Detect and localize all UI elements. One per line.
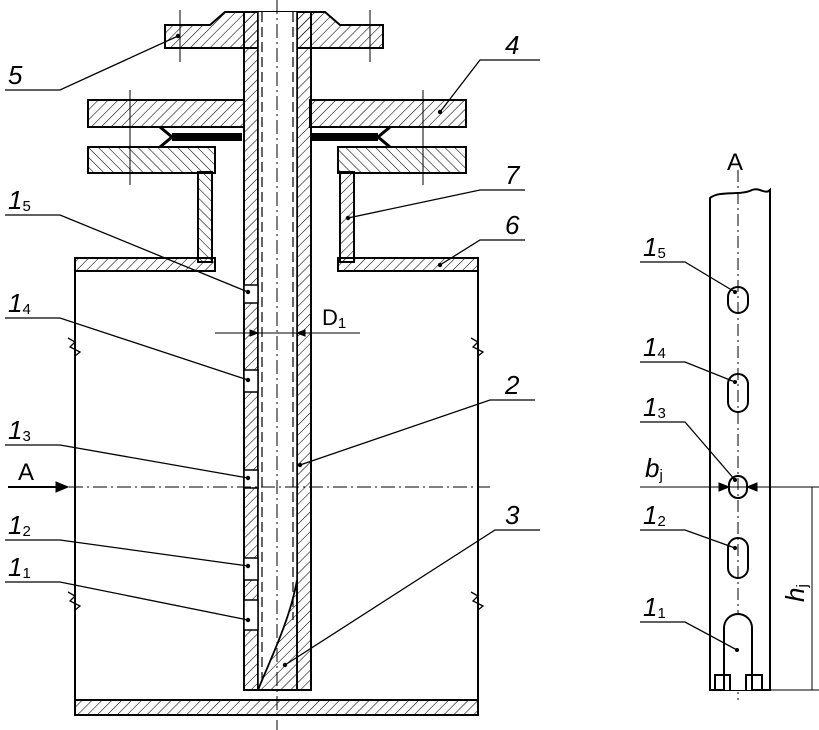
section-leader-15 — [640, 261, 736, 293]
probe-tube-right-wall — [296, 11, 312, 691]
slot-1-base — [714, 674, 763, 690]
label-section-a: A — [18, 459, 34, 486]
leader-12 — [5, 539, 249, 567]
section-leader-dots — [733, 290, 739, 652]
break-mark-left-top — [67, 337, 82, 357]
section-tube-outline — [709, 187, 771, 691]
label-2: 2 — [504, 370, 520, 400]
opening-5 — [243, 284, 259, 304]
section-title: A — [727, 149, 743, 176]
opening-1 — [243, 599, 259, 631]
top-wall-right — [337, 257, 479, 272]
top-wall-left — [74, 257, 216, 272]
leader-11 — [5, 581, 249, 621]
lower-flange-left — [87, 146, 216, 174]
label-5: 5 — [8, 60, 23, 90]
section-view — [640, 170, 819, 700]
label-d1: D1 — [322, 305, 346, 332]
section-label-1-5: 15 — [643, 232, 666, 262]
label-3: 3 — [505, 500, 520, 530]
leader-15 — [5, 214, 249, 293]
leader-6 — [439, 239, 525, 266]
label-1-5: 15 — [8, 185, 31, 215]
section-label-1-1: 11 — [643, 592, 666, 622]
branch-pipe-left — [197, 171, 213, 263]
label-1-4: 14 — [8, 288, 31, 318]
slot-5 — [727, 286, 749, 314]
label-7: 7 — [505, 160, 521, 190]
upper-flange-left — [87, 99, 245, 128]
slot-2 — [727, 537, 749, 579]
section-leader-12 — [640, 529, 736, 549]
section-label-hj: hj — [780, 584, 811, 602]
gasket-fill-left — [172, 133, 242, 141]
break-mark-right-bottom — [470, 591, 485, 611]
leader-3 — [284, 529, 540, 666]
leader-dots — [175, 33, 443, 668]
label-1-2: 12 — [8, 510, 31, 540]
leader-14 — [5, 317, 249, 381]
gasket-fill-right — [311, 133, 378, 141]
section-arrow-head — [55, 481, 70, 493]
leader-7 — [347, 189, 525, 219]
label-1-3: 13 — [8, 415, 31, 445]
main-view — [5, 0, 540, 730]
opening-2 — [243, 557, 259, 581]
section-leader-14 — [640, 361, 736, 383]
leader-5 — [5, 35, 179, 91]
opening-4 — [243, 369, 259, 393]
leader-4 — [439, 59, 540, 113]
section-label-1-2: 12 — [643, 500, 666, 530]
bottom-plug — [256, 579, 298, 691]
section-view-labels: A 15 14 13 12 11 bj hj — [643, 149, 811, 622]
label-6: 6 — [505, 210, 520, 240]
probe-tube-left-wall — [243, 11, 259, 691]
section-leader-11 — [640, 621, 738, 651]
section-label-1-3: 13 — [643, 392, 666, 422]
opening-3 — [243, 469, 259, 489]
break-mark-right-top — [470, 337, 485, 357]
slot-4 — [727, 373, 749, 413]
section-label-bj: bj — [645, 453, 663, 484]
break-mark-left-bottom — [67, 591, 82, 611]
bj-arrow-left — [718, 482, 731, 492]
section-leader-13 — [640, 421, 736, 481]
slot-1 — [723, 613, 753, 690]
lower-flange-right — [337, 146, 467, 174]
label-1-1: 11 — [8, 552, 31, 582]
d1-arrow-left — [249, 329, 260, 337]
bj-arrow-right — [745, 482, 758, 492]
leader-13 — [5, 444, 249, 479]
d1-arrow-right — [295, 329, 306, 337]
upper-flange-right — [309, 99, 467, 128]
leader-2 — [299, 399, 535, 466]
main-view-labels: 5 4 7 6 2 3 15 14 13 12 11 D1 A — [8, 30, 521, 582]
label-4: 4 — [505, 30, 519, 60]
section-label-1-4: 14 — [643, 332, 666, 362]
